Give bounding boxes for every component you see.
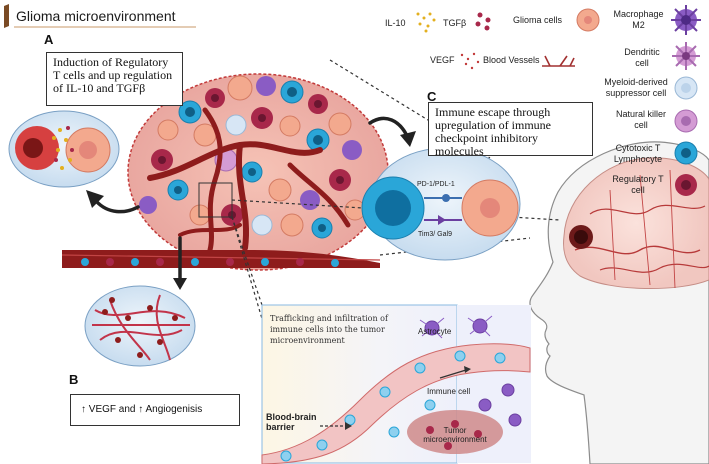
legend-nk-cell bbox=[674, 109, 698, 133]
panel-b-letter: B bbox=[69, 372, 79, 387]
panel-a-cell-circle bbox=[8, 110, 120, 188]
legend-vegf-dots bbox=[460, 52, 480, 70]
panel-c-letter: C bbox=[427, 89, 437, 104]
legend-vegf-label: VEGF bbox=[430, 55, 455, 65]
legend-dendritic-cell bbox=[672, 42, 700, 70]
main-blood-vessel bbox=[61, 250, 381, 268]
legend-nk-label: Natural killer cell bbox=[615, 109, 666, 130]
vegf-text: VEGF and bbox=[88, 404, 136, 415]
title-icon bbox=[4, 4, 9, 28]
panel-b-vessel-circle bbox=[84, 285, 196, 367]
legend-tgfb-label: TGFβ bbox=[443, 18, 467, 28]
legend-glioma-cell bbox=[576, 8, 600, 32]
tim3-label: Tim3/ Gal9 bbox=[418, 231, 452, 238]
pd1-label: PD-1/PDL-1 bbox=[417, 181, 455, 188]
legend-mdsc-label: Myeloid-derived suppressor cell bbox=[604, 77, 668, 98]
astrocyte-label: Astrocyte bbox=[418, 327, 452, 336]
arrow-heads bbox=[86, 131, 416, 290]
legend-dendritic-label: Dendritic cell bbox=[624, 47, 660, 68]
legend-vessel-icon bbox=[542, 55, 575, 67]
legend-mdsc-cell bbox=[674, 76, 698, 100]
tumor-cells bbox=[139, 75, 366, 239]
bbb-label: Blood-brain barrier bbox=[266, 412, 317, 432]
legend-il10-label: IL-10 bbox=[385, 18, 406, 28]
legend-macrophage-label: Macrophage M2 bbox=[613, 9, 664, 30]
legend-glioma-label: Glioma cells bbox=[513, 15, 563, 25]
legend-ctl-label: Cytotoxic T Lymphocyte bbox=[613, 143, 663, 164]
page-title: Glioma microenvironment bbox=[16, 8, 176, 24]
legend-ctl-cell bbox=[674, 141, 698, 165]
legend-vessels-label: Blood Vessels bbox=[483, 55, 540, 65]
legend-treg-label: Regulatory T cell bbox=[612, 174, 664, 195]
tumor-vessels bbox=[147, 107, 351, 253]
panel-a-letter: A bbox=[44, 32, 54, 47]
legend-il10-dots bbox=[416, 12, 436, 33]
legend-macrophage-cell bbox=[671, 5, 701, 35]
head-outline bbox=[529, 141, 709, 464]
immune-cell-label: Immune cell bbox=[427, 387, 471, 396]
up-arrow-icon: ↑ bbox=[81, 404, 86, 415]
legend-tgfb-dots bbox=[475, 12, 491, 31]
panel-c-checkpoint-circle bbox=[361, 147, 521, 261]
angiogenesis-text: Angiogenisis bbox=[145, 404, 203, 415]
panel-c-text-box: Immune escape through upregulation of im… bbox=[428, 102, 593, 158]
panel-a-text-box: Induction of Regulatory T cells and up r… bbox=[46, 52, 183, 106]
legend-treg-cell bbox=[675, 174, 697, 196]
up-arrow-icon: ↑ bbox=[138, 404, 144, 415]
tumor-microenvironment-label: Tumor microenvironment bbox=[423, 426, 487, 444]
trafficking-panel-bg bbox=[261, 304, 531, 464]
panel-b-text-box: ↑ VEGF and ↑ Angiogenisis bbox=[70, 394, 240, 426]
trafficking-caption: Trafficking and infiltration of immune c… bbox=[270, 314, 388, 345]
